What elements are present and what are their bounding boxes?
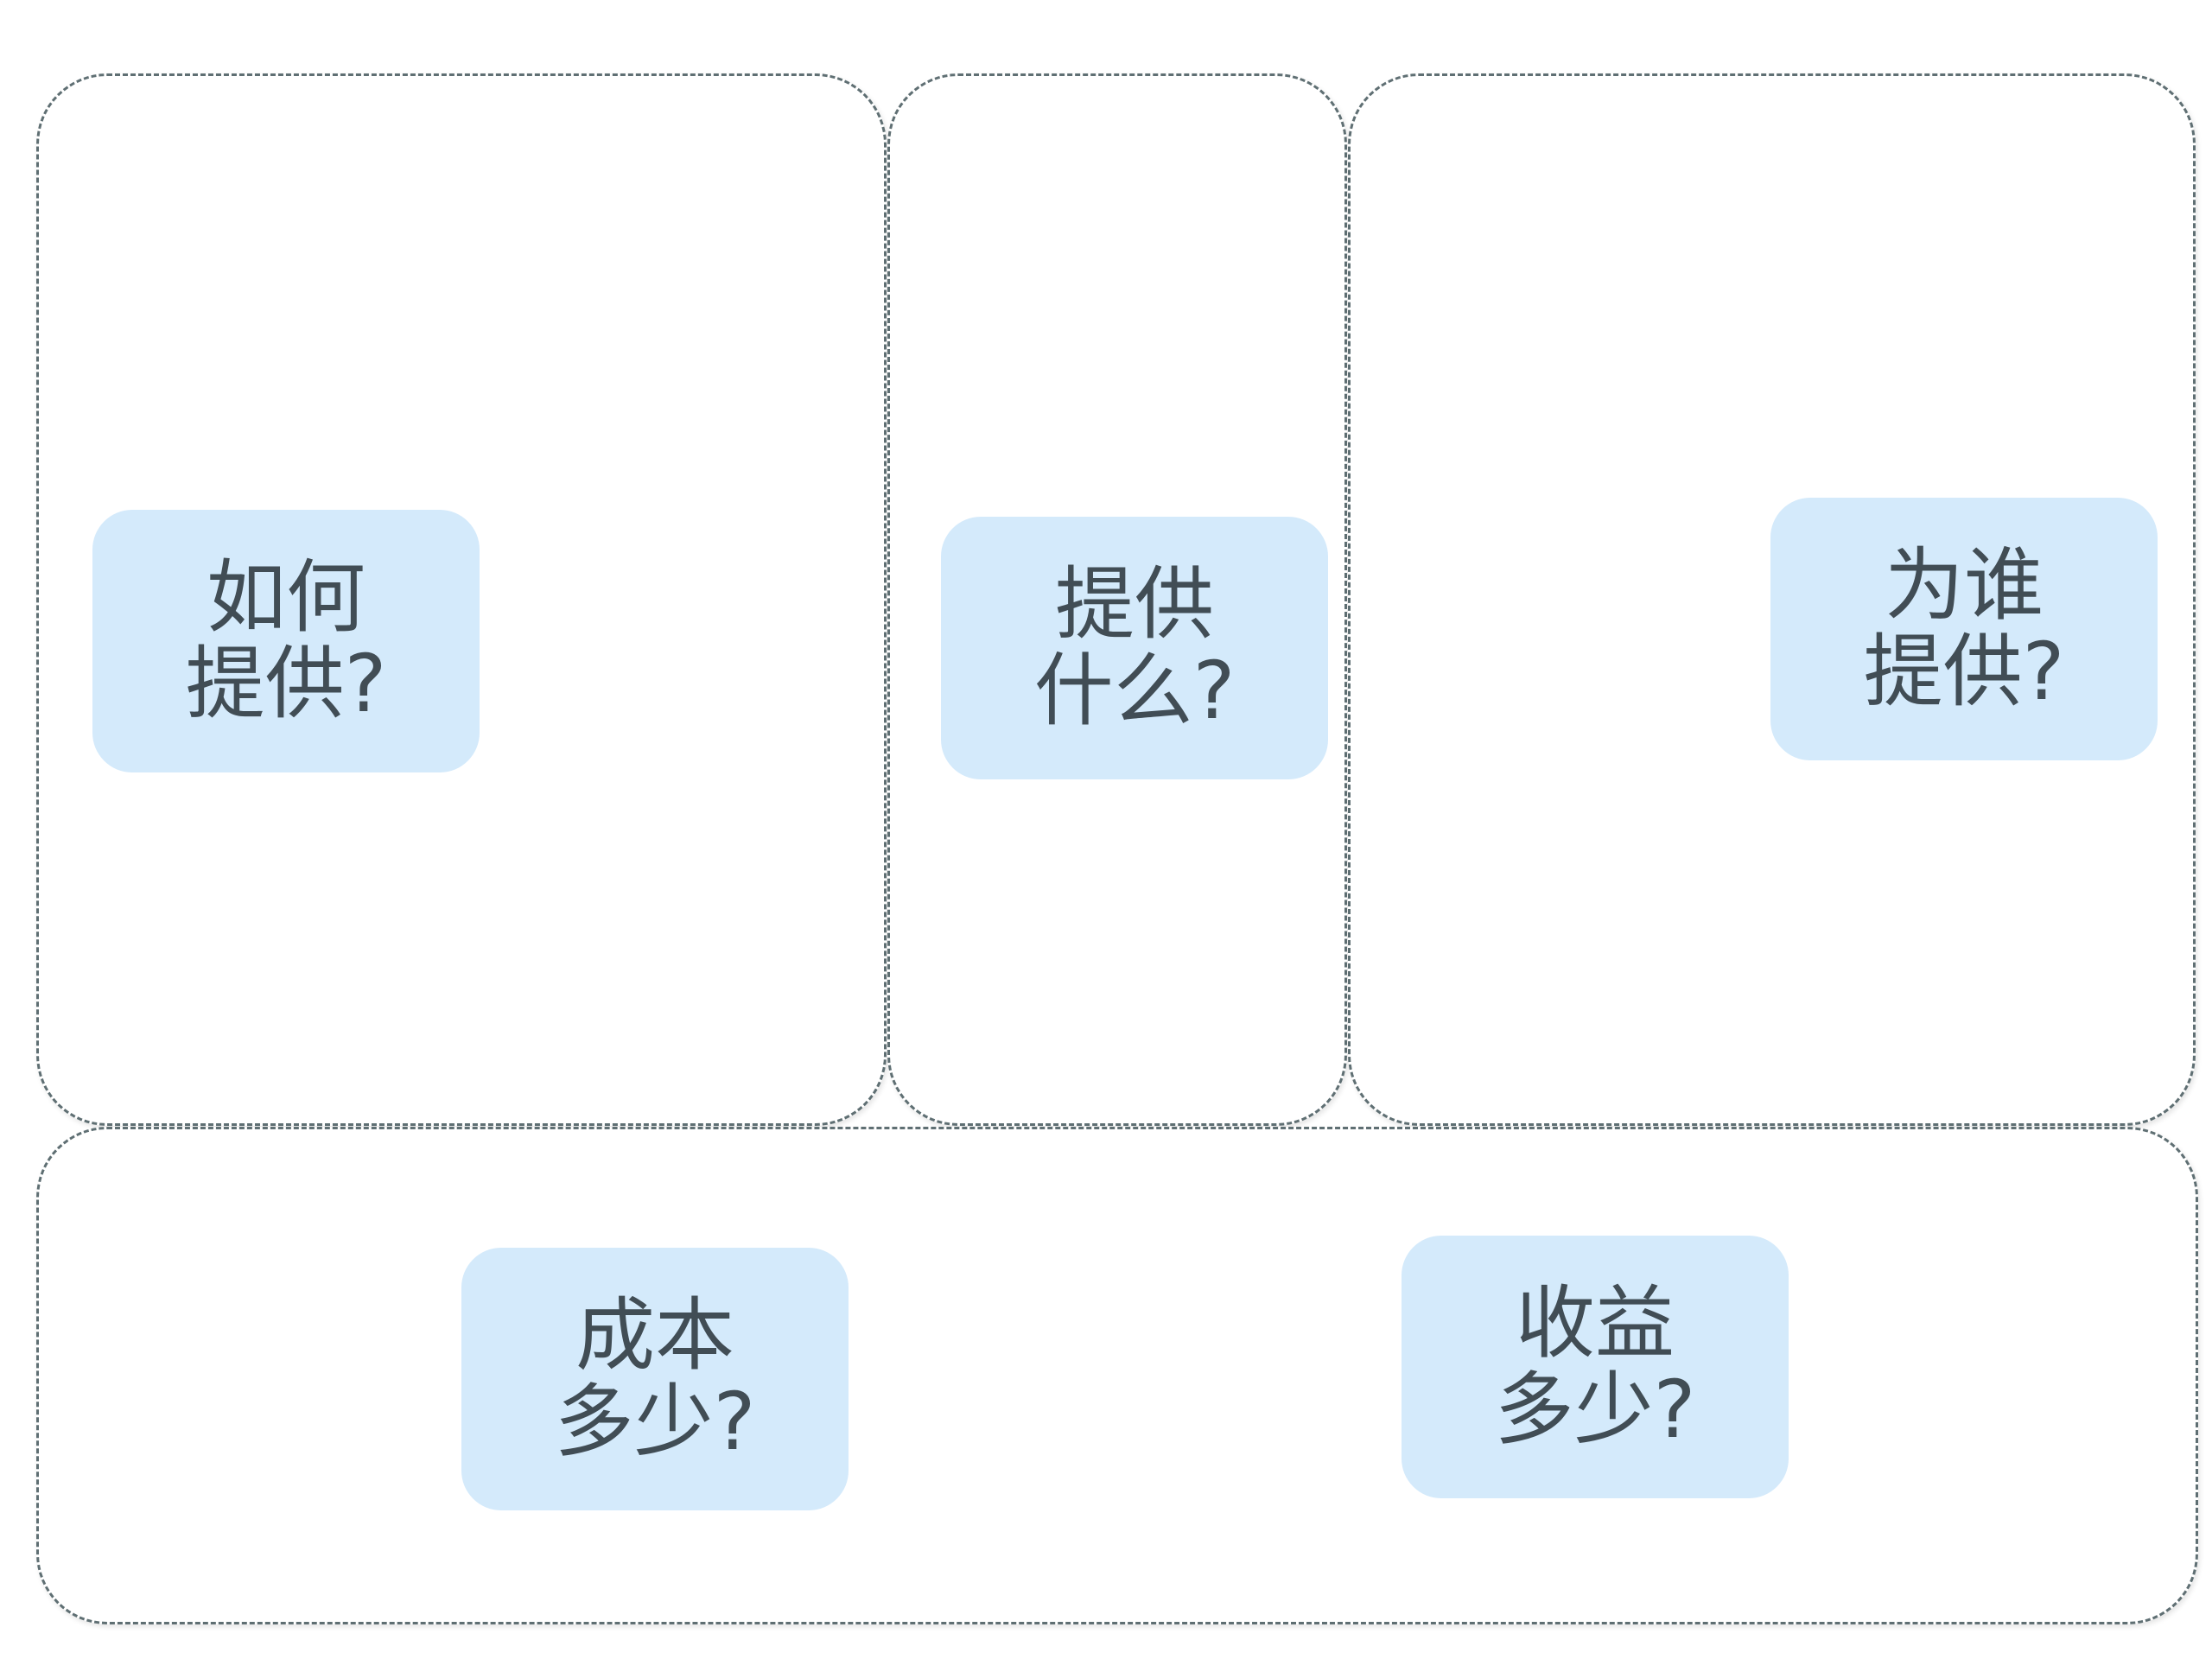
card-what-line2: 什么? <box>1033 645 1236 737</box>
card-whom-line1: 为谁 <box>1884 539 2044 632</box>
card-cost: 成本 多少? <box>461 1248 849 1510</box>
card-for-whom: 为谁 提供? <box>1770 498 2158 760</box>
card-revenue: 收益 多少? <box>1402 1236 1789 1498</box>
card-cost-line2: 多少? <box>554 1376 756 1468</box>
card-revenue-line1: 收益 <box>1515 1277 1675 1370</box>
card-cost-line1: 成本 <box>575 1289 734 1382</box>
card-what-line1: 提供 <box>1054 558 1214 651</box>
panel-cost-revenue <box>36 1127 2198 1624</box>
card-whom-line2: 提供? <box>1863 626 2065 718</box>
card-how-to-deliver: 如何 提供? <box>92 510 480 772</box>
card-what-to-deliver: 提供 什么? <box>941 517 1328 779</box>
card-revenue-line2: 多少? <box>1494 1363 1696 1456</box>
card-how-line1: 如何 <box>206 551 365 644</box>
card-how-line2: 提供? <box>185 638 387 730</box>
